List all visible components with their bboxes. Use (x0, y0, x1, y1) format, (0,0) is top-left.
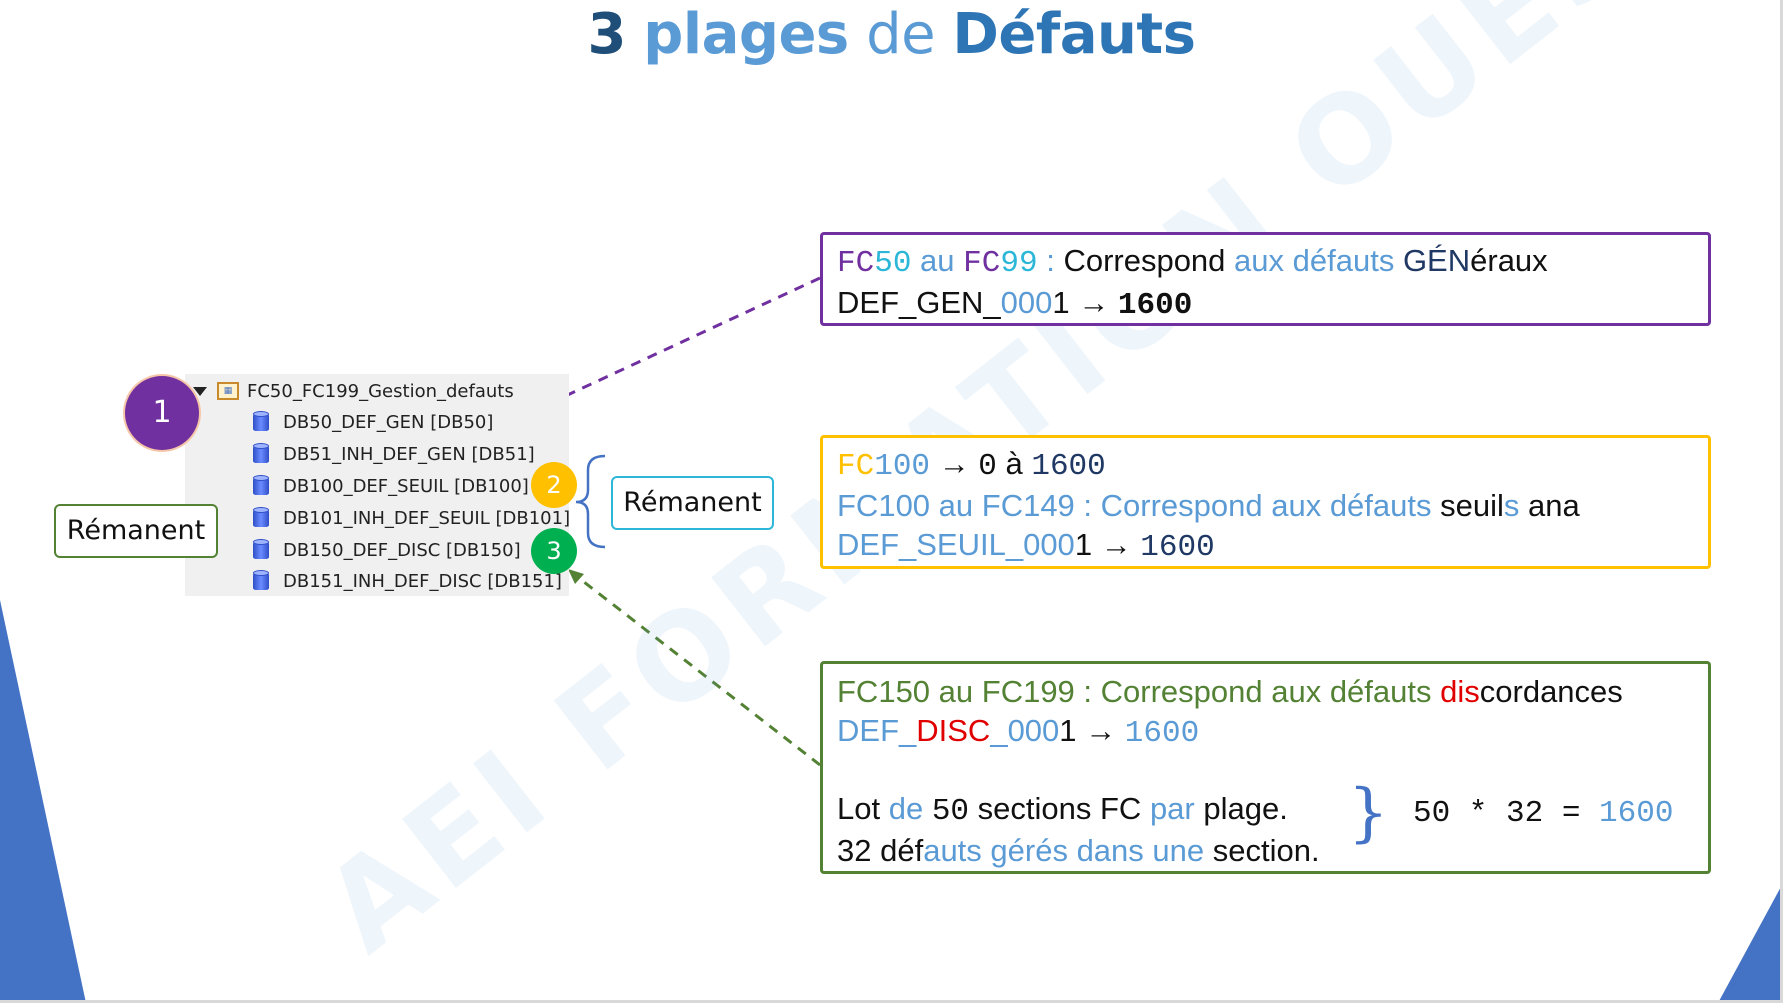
database-icon (253, 411, 269, 433)
remanent-tag-left: Rémanent (54, 504, 218, 558)
tree-item-label: DB151_INH_DEF_DISC [DB151] (283, 570, 562, 592)
box3-lower: Lot de 50 sections FC par plage. 32 défa… (837, 789, 1320, 870)
remanent-tag-right: Rémanent (611, 476, 774, 530)
tree-item-label: DB100_DEF_SEUIL [DB100] (283, 475, 529, 497)
title-word-defauts: Défauts (952, 2, 1196, 67)
caret-down-icon[interactable] (193, 386, 207, 396)
tree-item-label: DB50_DEF_GEN [DB50] (283, 411, 494, 433)
tree-item-db151[interactable]: DB151_INH_DEF_DISC [DB151] (253, 566, 562, 596)
box3-line4: 32 défauts gérés dans une section. (837, 833, 1320, 868)
box3-line2: DEF_DISC_0001 → 1600 (837, 713, 1200, 751)
info-box-general: FC50 au FC99 : Correspond aux défauts GÉ… (820, 232, 1711, 326)
arrow-head-green (568, 569, 584, 584)
page-title: 3 plages de Défauts (0, 2, 1783, 67)
tree-item-db150[interactable]: DB150_DEF_DISC [DB150] (253, 535, 521, 565)
box2-line2: FC100 au FC149 : Correspond aux défauts … (837, 488, 1580, 523)
tree-item-db51[interactable]: DB51_INH_DEF_GEN [DB51] (253, 439, 535, 469)
marker-two: 2 (531, 462, 577, 508)
box2-line3: DEF_SEUIL_0001 → 1600 (837, 527, 1215, 565)
info-box-discordances: FC150 au FC199 : Correspond aux défauts … (820, 661, 1711, 874)
marker-three: 3 (531, 528, 577, 574)
right-corner-triangle (1718, 883, 1783, 1003)
box1-line1: FC50 au FC99 : Correspond aux défauts GÉ… (837, 243, 1548, 281)
calculation: 50 * 32 = 1600 (1413, 796, 1674, 831)
box1-line2: DEF_GEN_0001 → 1600 (837, 285, 1193, 323)
tree-item-db50[interactable]: DB50_DEF_GEN [DB50] (253, 407, 493, 437)
tree-item-db101[interactable]: DB101_INH_DEF_SEUIL [DB101] (253, 503, 570, 533)
folder-icon: ▦ (217, 382, 239, 400)
marker-one: 1 (125, 376, 199, 450)
tree-item-label: DB150_DEF_DISC [DB150] (283, 539, 521, 561)
brace-icon: } (1348, 776, 1389, 850)
brace-right (575, 454, 606, 549)
database-icon (253, 475, 269, 497)
database-icon (253, 539, 269, 561)
tree-item-label: DB51_INH_DEF_GEN [DB51] (283, 443, 535, 465)
database-icon (253, 570, 269, 592)
tree-folder-label: FC50_FC199_Gestion_defauts (247, 380, 514, 402)
project-tree: ▦ FC50_FC199_Gestion_defauts DB50_DEF_GE… (185, 374, 570, 596)
info-box-seuil: FC100 → 0 à 1600 FC100 au FC149 : Corres… (820, 435, 1711, 569)
title-word-de: de (866, 2, 936, 67)
title-word-plages: plages (643, 2, 849, 67)
database-icon (253, 507, 269, 529)
tree-item-label: DB101_INH_DEF_SEUIL [DB101] (283, 507, 571, 529)
title-number: 3 (587, 2, 627, 67)
tree-folder-row[interactable]: ▦ FC50_FC199_Gestion_defauts (193, 376, 514, 406)
box3-line1: FC150 au FC199 : Correspond aux défauts … (837, 674, 1623, 709)
box3-line3: Lot de 50 sections FC par plage. (837, 791, 1288, 829)
box2-line1: FC100 → 0 à 1600 (837, 446, 1106, 484)
tree-item-db100[interactable]: DB100_DEF_SEUIL [DB100] (253, 471, 529, 501)
left-corner-triangle (0, 600, 86, 1003)
database-icon (253, 443, 269, 465)
